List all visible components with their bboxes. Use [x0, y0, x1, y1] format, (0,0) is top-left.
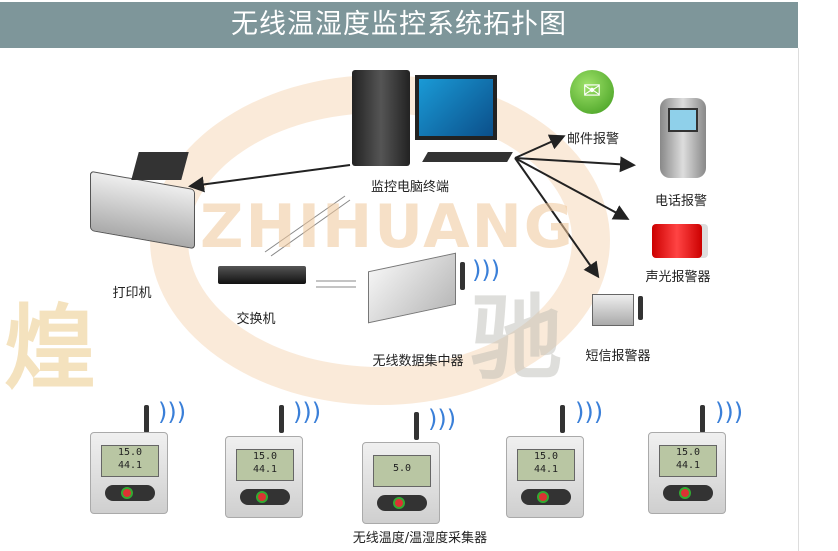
humidity-reading: 44.1 [675, 460, 701, 471]
power-button [256, 491, 268, 503]
watermark-char: 驰 [470, 284, 563, 392]
wifi-icon: ))) [158, 398, 187, 426]
power-button [537, 491, 549, 503]
alarm-label: 声光报警器 [645, 270, 711, 285]
paper-tray-icon [131, 152, 189, 180]
temp-reading: 15.0 [675, 447, 701, 458]
network-switch-icon [218, 266, 306, 284]
power-button [121, 487, 133, 499]
wifi-icon: ))) [293, 398, 322, 426]
page-title: 无线温湿度监控系统拓扑图 [0, 2, 798, 48]
power-button [679, 487, 691, 499]
humidity-reading: 44.1 [533, 464, 559, 475]
siren-icon [652, 224, 702, 258]
sms-label: 短信报警器 [585, 349, 651, 364]
wifi-icon: ))) [428, 405, 457, 433]
phone-label: 电话报警 [654, 194, 708, 209]
antenna-icon [638, 296, 643, 320]
power-button [393, 497, 405, 509]
phone-icon [660, 98, 706, 178]
temp-reading: 5.0 [392, 463, 412, 474]
pc-tower-icon [352, 70, 410, 166]
mail-icon: ✉ [570, 70, 614, 114]
humidity-reading: 44.1 [252, 464, 278, 475]
temp-reading: 15.0 [117, 447, 143, 458]
temp-reading: 15.0 [533, 451, 559, 462]
sms-modem-icon [592, 294, 634, 326]
mail-label: 邮件报警 [566, 132, 620, 147]
temp-reading: 15.0 [252, 451, 278, 462]
antenna-icon [460, 262, 465, 290]
printer-label: 打印机 [112, 286, 152, 301]
watermark-brand: ZHIHUANG [200, 192, 576, 262]
switch-label: 交换机 [236, 312, 276, 327]
watermark-char: 煌 [4, 294, 97, 402]
computer-label: 监控电脑终端 [370, 180, 450, 195]
keyboard-icon [422, 152, 513, 162]
wifi-icon: ))) [715, 398, 744, 426]
sensors-label: 无线温度/温湿度采集器 [352, 531, 488, 546]
wifi-icon: ))) [575, 398, 604, 426]
concentrator-label: 无线数据集中器 [372, 354, 464, 369]
wifi-icon: ))) [472, 256, 501, 284]
humidity-reading: 44.1 [117, 460, 143, 471]
divider [798, 48, 799, 551]
monitor-icon [415, 75, 497, 140]
